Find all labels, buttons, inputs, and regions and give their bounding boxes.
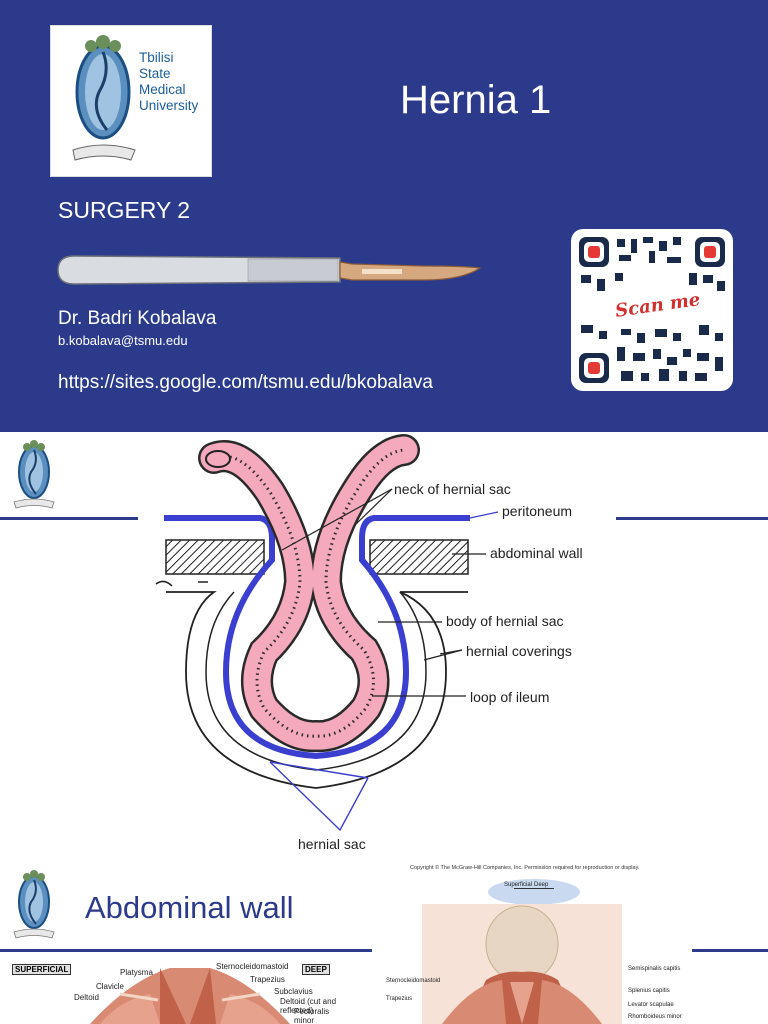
loop-of-ileum: [200, 436, 418, 750]
superficial-deep-arrow: [514, 888, 554, 889]
author-name: Dr. Badri Kobalava: [58, 308, 217, 329]
slide-title: Hernia 1: [400, 78, 552, 122]
label-peritoneum: peritoneum: [502, 503, 572, 519]
label-levator-scapulae: Levator scapulae: [628, 1002, 674, 1008]
header-rule-right: [692, 949, 768, 952]
author-website-link[interactable]: https://sites.google.com/tsmu.edu/bkobal…: [58, 372, 433, 393]
peritoneum-line: [164, 515, 470, 760]
course-name: SURGERY 2: [58, 197, 191, 223]
label-deltoid: Deltoid: [74, 993, 99, 1002]
label-arrow-superficial: Superficial: [504, 882, 533, 888]
hernial-sac-pointer: [269, 761, 369, 832]
deep-tag: DEEP: [302, 964, 330, 975]
label-arrow-deep: Deep: [534, 882, 549, 888]
author-email[interactable]: b.kobalava@tsmu.edu: [58, 333, 188, 348]
outer-covering: [166, 591, 468, 789]
qr-code[interactable]: Scan me: [571, 229, 733, 391]
label-rhomboideus-minor: Rhomboideus minor: [628, 1014, 682, 1020]
label-deltoid-cut: Deltoid (cut and reflected): [280, 997, 337, 1015]
label-body-of-hernial-sac: body of hernial sac: [446, 613, 564, 629]
abdominal-wall-right: [369, 539, 469, 575]
label-trapezius: Trapezius: [250, 975, 285, 984]
qr-code-icon: [579, 237, 725, 383]
label-hernial-sac: hernial sac: [298, 836, 366, 852]
title-slide: Tbilisi State Medical University Hernia …: [0, 0, 768, 432]
label-trapezius-posterior: Trapezius: [386, 996, 413, 1002]
label-neck-of-hernial-sac: neck of hernial sac: [394, 481, 511, 497]
copyright-notice: Copyright © The McGraw-Hill Companies, I…: [410, 865, 640, 871]
header-rule-left: [0, 949, 372, 952]
label-subclavius: Subclavius: [274, 987, 313, 996]
hernia-diagram-slide: neck of hernial sac peritoneum abdominal…: [0, 432, 768, 860]
abdominal-wall-slide: Abdominal wall SUPERFICIAL DEEP Platysma…: [0, 860, 768, 1024]
university-emblem-icon: [72, 35, 136, 161]
posterior-neck-muscles-figure: Copyright © The McGraw-Hill Companies, I…: [382, 860, 692, 1024]
label-hernial-coverings: hernial coverings: [466, 643, 572, 659]
superficial-tag: SUPERFICIAL: [12, 964, 72, 975]
logo-wordmark: Tbilisi State Medical University: [139, 50, 199, 113]
hernia-diagram: neck of hernial sac peritoneum abdominal…: [155, 434, 583, 852]
header-rule-right: [616, 517, 768, 520]
label-loop-of-ileum: loop of ileum: [470, 689, 549, 705]
scalpel-icon: [57, 255, 482, 285]
university-emblem-small-icon: [13, 440, 55, 509]
ileum-open-end: [205, 450, 231, 468]
abdominal-wall-left: [165, 539, 265, 575]
label-semispinalis-capitis: Semispinalis capitis: [628, 966, 681, 972]
label-abdominal-wall: abdominal wall: [490, 545, 583, 561]
label-splenius-capitis: Splenius capitis: [628, 988, 670, 994]
university-emblem-small-icon: [13, 870, 55, 939]
label-clavicle: Clavicle: [96, 982, 125, 991]
label-platysma: Platysma: [120, 968, 153, 977]
slide-title: Abdominal wall: [85, 890, 294, 925]
label-sternocleidomastoid: Sternocleidomastoid: [216, 962, 289, 971]
university-logo: Tbilisi State Medical University: [50, 25, 212, 177]
anterior-neck-muscles-figure: SUPERFICIAL DEEP Platysma Sternocleidoma…: [10, 960, 340, 1024]
header-rule-left: [0, 517, 138, 520]
label-sternocleidomastoid-posterior: Sternocleidomastoid: [386, 978, 441, 984]
label-pectoralis-minor: Pectoralis minor: [294, 1007, 330, 1024]
